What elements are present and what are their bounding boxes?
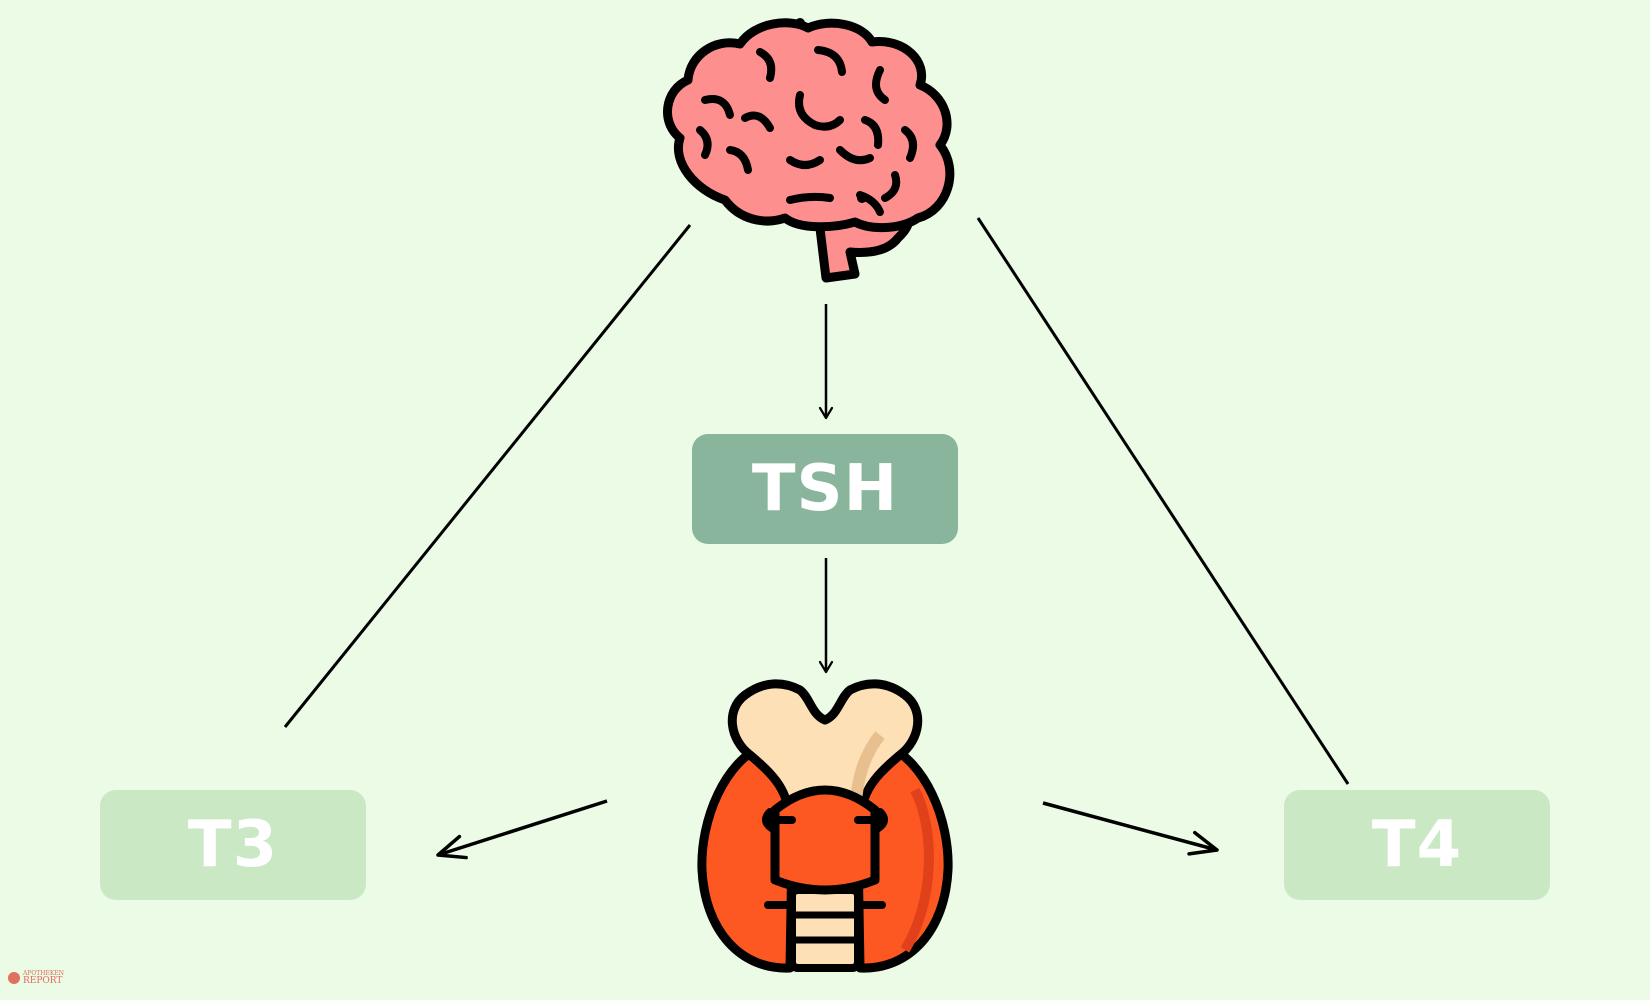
thyroid-icon (697, 679, 953, 973)
tsh-label: TSH (751, 452, 899, 526)
t4-label: T4 (1371, 808, 1463, 882)
arrow-thyroid-to-t4 (1042, 801, 1219, 856)
watermark-line1: APOTHEKEN (23, 970, 65, 977)
feedback-line-t3 (283, 224, 692, 728)
watermark-logo: APOTHEKEN REPORT (8, 970, 65, 986)
feedback-line-t4 (976, 217, 1350, 785)
tsh-box: TSH (692, 434, 958, 544)
arrow-thyroid-to-t3 (436, 799, 608, 860)
t4-box: T4 (1284, 790, 1550, 900)
logo-mark-icon (8, 971, 20, 984)
t3-label: T3 (187, 808, 279, 882)
watermark-line2: REPORT (23, 976, 63, 986)
t3-box: T3 (100, 790, 366, 900)
brain-icon (663, 18, 955, 283)
